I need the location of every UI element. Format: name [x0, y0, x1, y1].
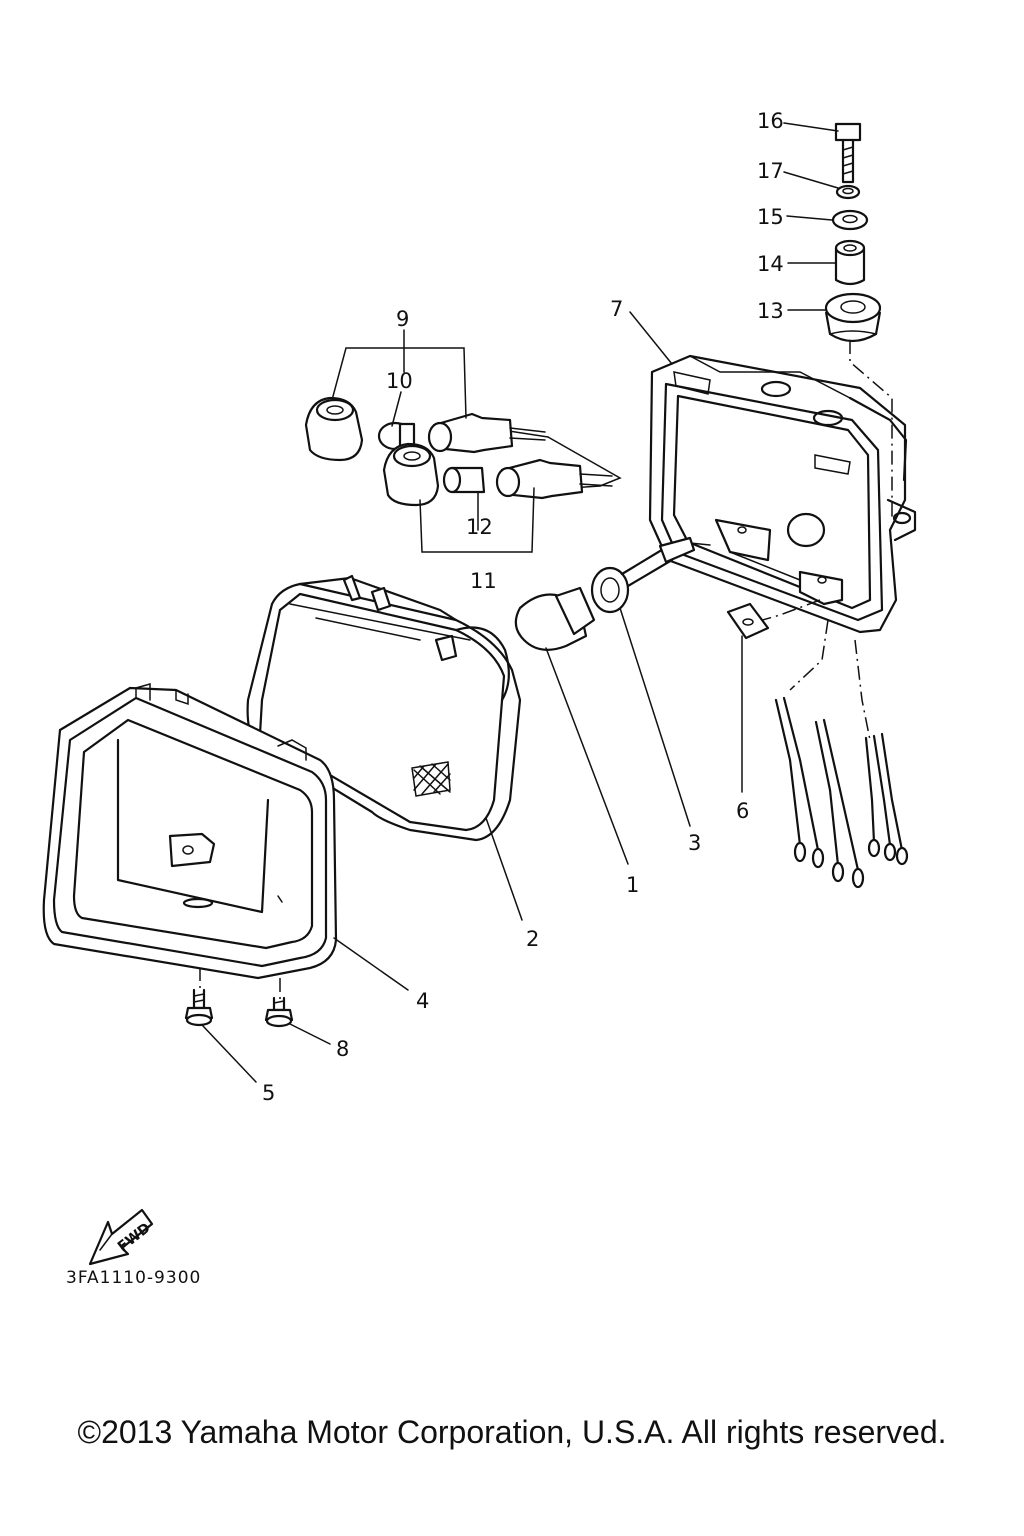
callout-4: 4: [416, 989, 429, 1013]
part-8-screw: [264, 996, 294, 1028]
callout-7: 7: [610, 297, 623, 321]
part-11-socket-assembly: [382, 442, 613, 507]
part-16-bolt: [834, 122, 862, 184]
lens-badge-hatch: [411, 761, 451, 797]
callout-15: 15: [757, 205, 784, 229]
copyright-notice: ©2013 Yamaha Motor Corporation, U.S.A. A…: [77, 1414, 947, 1450]
part-7-headlight-housing: [648, 354, 917, 634]
bracket-11: [419, 487, 535, 553]
wire-harness-leads: [774, 696, 909, 889]
callout-2: 2: [526, 927, 539, 951]
fwd-arrow-icon: FWD: [88, 1208, 154, 1266]
part-5-screw: [184, 988, 214, 1027]
part-4-headlight-rim: [42, 683, 338, 980]
part-9-socket-assembly: [304, 396, 546, 462]
callout-3: 3: [688, 831, 701, 855]
callout-16: 16: [757, 109, 784, 133]
leader-lines: [202, 122, 839, 1083]
callout-6: 6: [736, 799, 749, 823]
part-14-collar: [834, 239, 866, 286]
part-13-grommet: [824, 292, 882, 343]
callout-8: 8: [336, 1037, 349, 1061]
part-15-washer: [831, 209, 869, 231]
callout-12: 12: [466, 515, 493, 539]
part-3-bulb-socket: [590, 536, 696, 614]
callout-9: 9: [396, 307, 409, 331]
callout-10: 10: [386, 369, 413, 393]
callout-labels: 16 17 15 14 13 7 9 10 12 11 6 3 1 2 4 8 …: [262, 109, 784, 1105]
part-1-headlight-bulb: [514, 586, 596, 651]
callout-13: 13: [757, 299, 784, 323]
callout-17: 17: [757, 159, 784, 183]
bracket-9: [331, 347, 467, 419]
part-17-lock-washer: [835, 184, 861, 200]
diagram-code: 3FA1110-9300: [66, 1268, 201, 1288]
callout-5: 5: [262, 1081, 275, 1105]
callout-14: 14: [757, 252, 784, 276]
part-12-bulb: [442, 466, 486, 494]
callout-1: 1: [626, 873, 639, 897]
part-6-clip-nut: [726, 602, 770, 640]
callout-11: 11: [470, 569, 497, 593]
